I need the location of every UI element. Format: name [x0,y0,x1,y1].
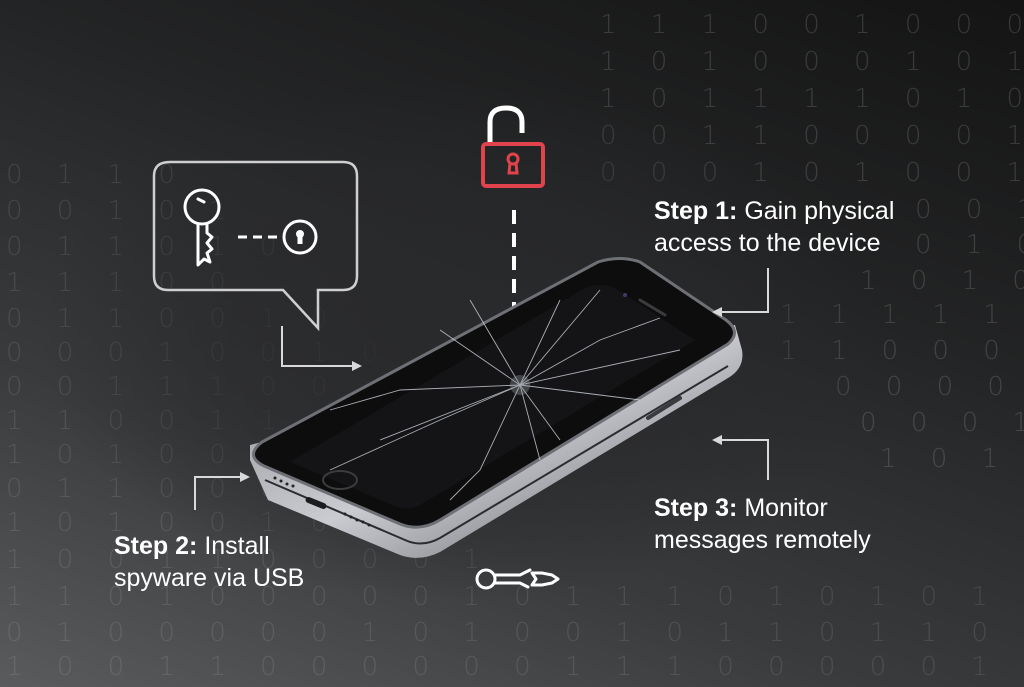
step-3-number: Step 3: [654,494,738,522]
step-1-label: Step 1: Gain physical access to the devi… [654,195,894,259]
step-2-label: Step 2: Install spyware via USB [114,530,304,594]
step-1-line2: access to the device [654,229,881,257]
step-1-line1: Gain physical [744,197,895,225]
step-2-line2: spyware via USB [114,564,305,592]
step-1-number: Step 1: [654,197,738,225]
keyhole-icon [282,219,318,255]
step-3-label: Step 3: Monitor messages remotely [654,492,871,556]
step-3-line2: messages remotely [654,526,871,554]
step-2-line1: Install [204,532,270,560]
dashed-connector [238,235,282,239]
usb-cable-icon [475,568,560,590]
step-2-number: Step 2: [114,532,198,560]
open-padlock-icon [481,105,545,188]
step-3-line1: Monitor [744,494,828,522]
key-icon [183,188,221,267]
